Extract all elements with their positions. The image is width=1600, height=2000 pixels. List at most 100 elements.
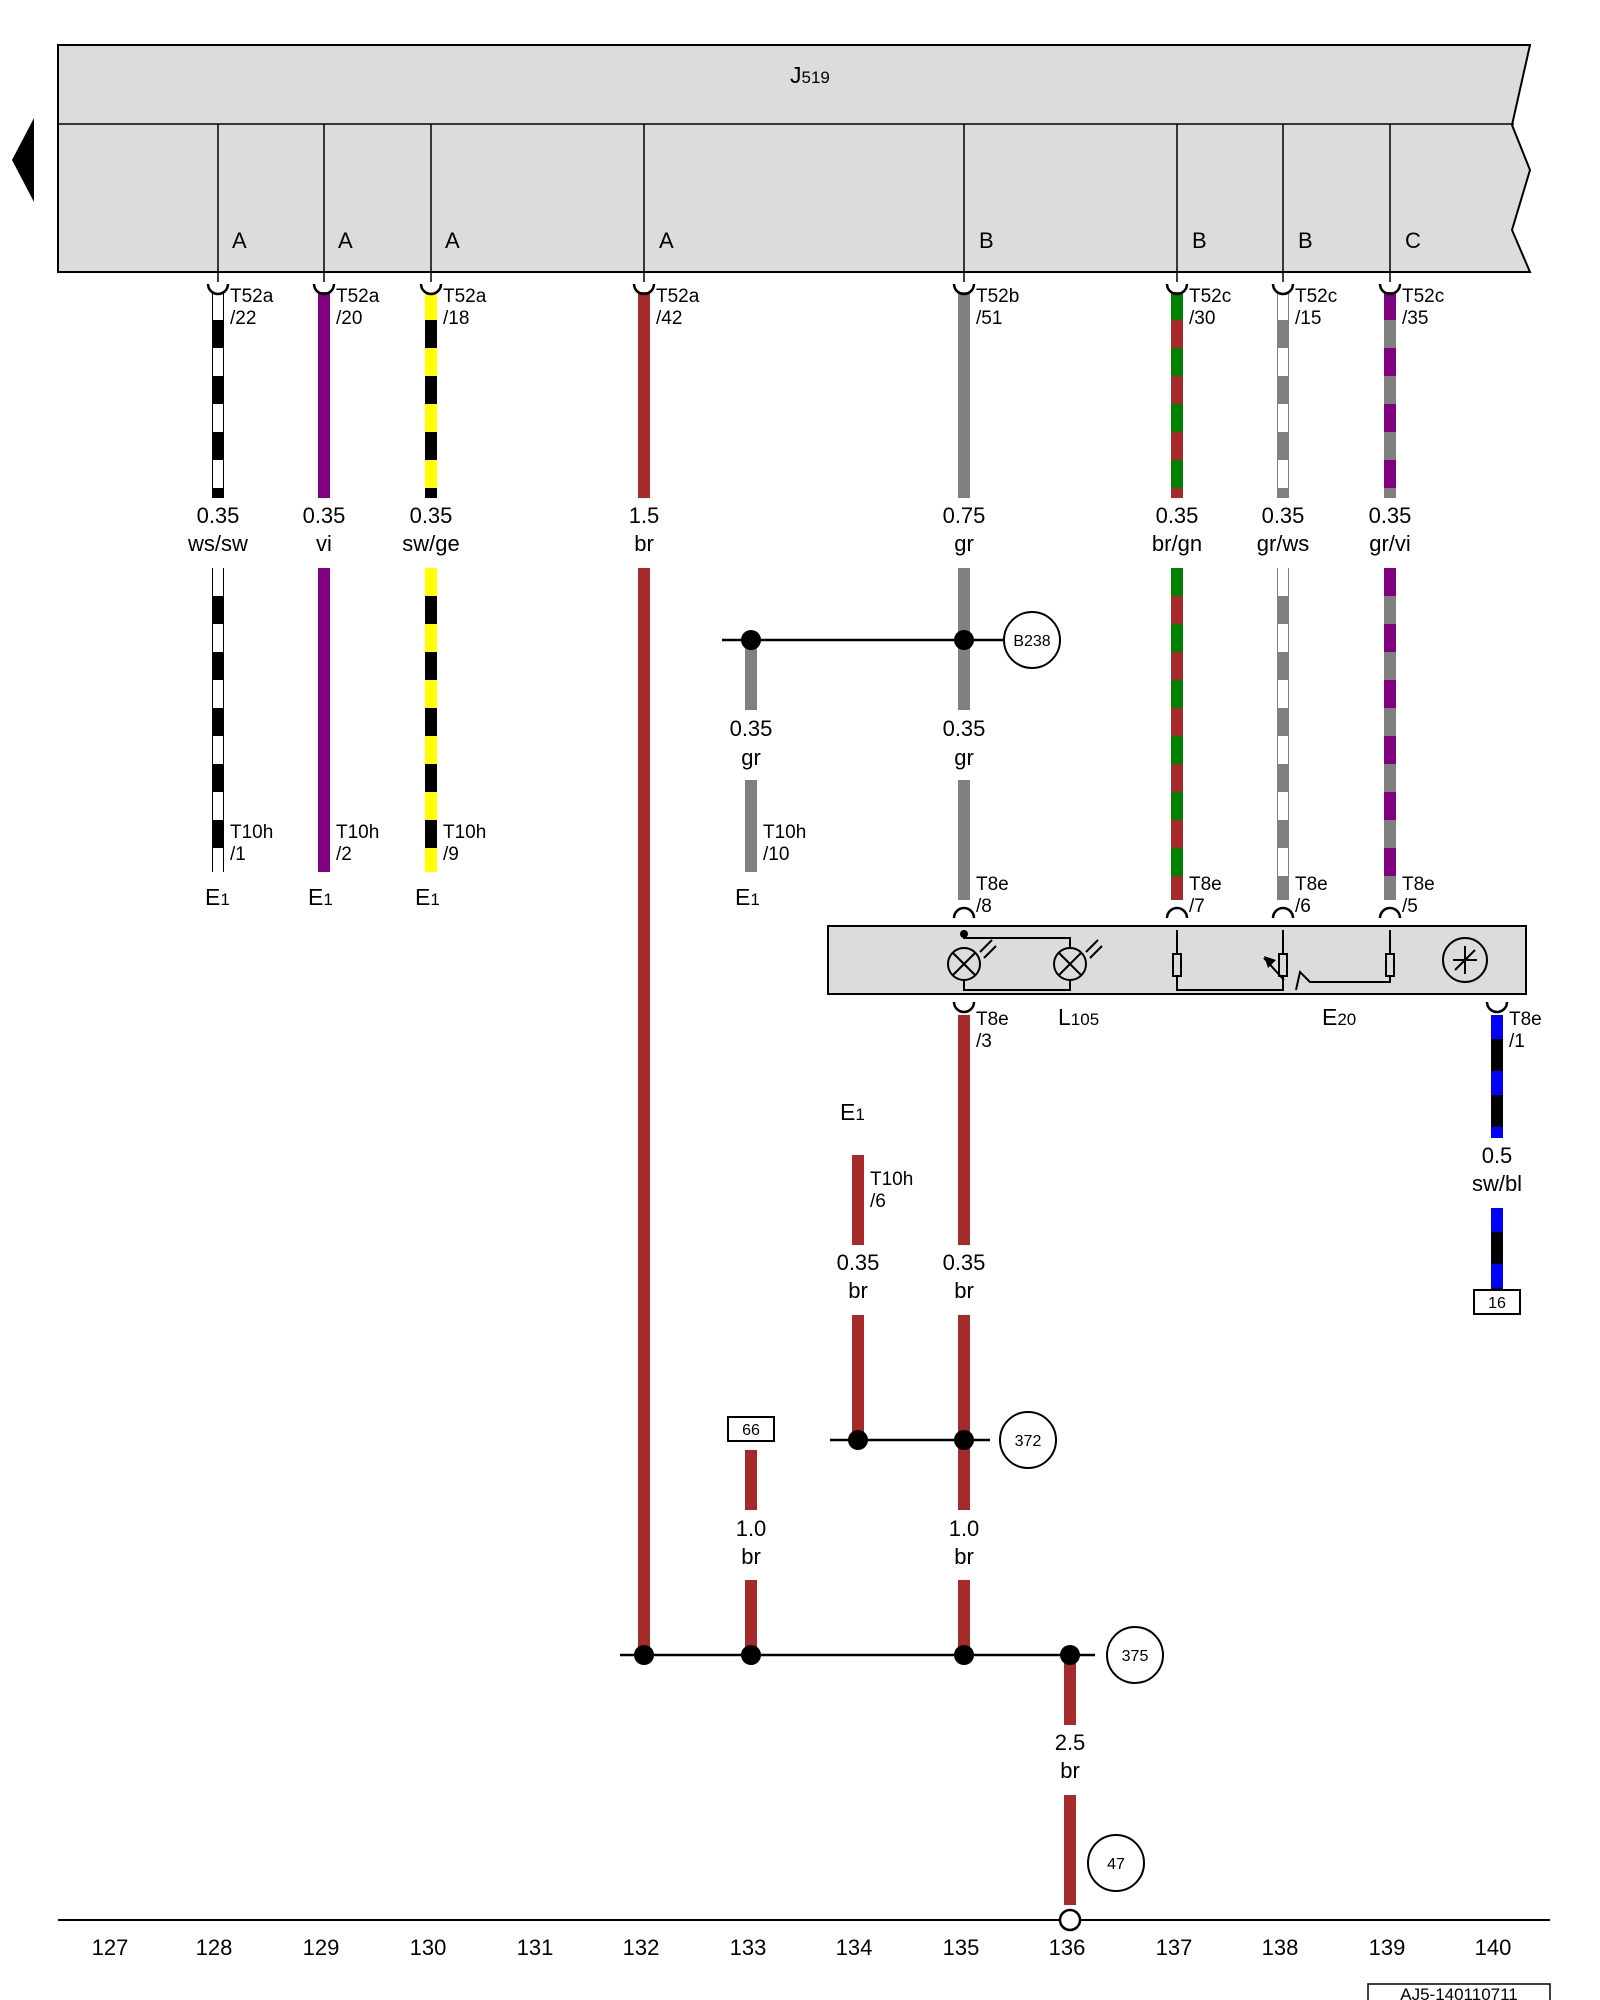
- column-number: 138: [1262, 1935, 1299, 1960]
- wire-color: sw/ge: [402, 531, 459, 556]
- pin-label: T10h/9: [443, 822, 486, 865]
- wire-size: 0.35: [303, 503, 346, 528]
- component-l105-label: L105: [1058, 1004, 1099, 1030]
- wire-size: 0.35: [943, 1250, 986, 1275]
- wire-color: br: [634, 531, 654, 556]
- lower-pin-labels: T10h/1 T10h/2 T10h/9 T10h/10 E1 E1 E1 E1: [205, 822, 806, 910]
- wire-size: 0.75: [943, 503, 986, 528]
- wire-color: vi: [316, 531, 332, 556]
- wire-color: br: [954, 1544, 974, 1569]
- pin-label: T8e/8: [976, 874, 1009, 917]
- connector-letter: A: [338, 228, 353, 253]
- wire-size: 0.35: [1369, 503, 1412, 528]
- pin-label: T10h/10: [763, 822, 806, 865]
- wire-color: gr/ws: [1257, 531, 1310, 556]
- splice-375-circle: [1106, 1626, 1164, 1684]
- pin-label: T52a/20: [336, 286, 380, 329]
- wire-size: 0.35: [197, 503, 240, 528]
- triangle-left-icon[interactable]: [12, 118, 34, 202]
- wire-color: br: [954, 1278, 974, 1303]
- column-number: 133: [730, 1935, 767, 1960]
- module-j519: J519: [57, 44, 1532, 273]
- pin-label: T52a/42: [656, 286, 700, 329]
- wire-size: 0.35: [1156, 503, 1199, 528]
- wire-color: br: [741, 1544, 761, 1569]
- wire-size: 0.35: [1262, 503, 1305, 528]
- column-number: 131: [517, 1935, 554, 1960]
- connector-letter: C: [1405, 228, 1421, 253]
- column-number: 140: [1475, 1935, 1512, 1960]
- pin-hooks: [206, 283, 1509, 1014]
- wire-size: 0.35: [730, 716, 773, 741]
- ref-box-66-label: 66: [742, 1422, 760, 1439]
- pin-label: T8e/1: [1509, 1009, 1542, 1052]
- connector-letter: A: [445, 228, 460, 253]
- connector-letter: B: [979, 228, 994, 253]
- wire-size: 1.5: [629, 503, 660, 528]
- column-number: 132: [623, 1935, 660, 1960]
- module-internal-lines: [217, 124, 1391, 282]
- connector-letter: B: [1298, 228, 1313, 253]
- pin-label: T52a/22: [230, 286, 274, 329]
- column-number: 128: [196, 1935, 233, 1960]
- wire-labels: 0.35 ws/sw 0.35 vi 0.35 sw/ge 1.5 br 0.7…: [187, 503, 1411, 556]
- connector-letter: B: [1192, 228, 1207, 253]
- doc-id: AJ5-140110711: [1400, 1985, 1518, 2000]
- pin-label: T52c/15: [1295, 286, 1337, 329]
- column-numbers: 127 128 129 130 131 132 133 134 135 136 …: [92, 1935, 1512, 1960]
- component-box: [827, 925, 1527, 995]
- wire-size: 1.0: [949, 1516, 980, 1541]
- pin-label: T52c/30: [1189, 286, 1231, 329]
- column-number: 139: [1369, 1935, 1406, 1960]
- wire-color: gr/vi: [1369, 531, 1411, 556]
- wire-size: 0.35: [410, 503, 453, 528]
- ref-66: 66 1.0 br 1.0 br: [727, 1416, 980, 1569]
- wire-size: 0.35: [943, 716, 986, 741]
- wire-size: 2.5: [1055, 1730, 1086, 1755]
- splice-375-label: 375: [1122, 1648, 1149, 1665]
- ground-47-circle: [1087, 1834, 1145, 1892]
- wire-color: br: [1060, 1758, 1080, 1783]
- component-e20-label: E20: [1322, 1004, 1356, 1030]
- dimmer-circuit: [1172, 930, 1395, 991]
- wire-color: sw/bl: [1472, 1171, 1522, 1196]
- pin-label: T52b/51: [976, 286, 1019, 329]
- connector-letter: A: [232, 228, 247, 253]
- column-number: 127: [92, 1935, 129, 1960]
- t8e-pin-labels: T8e/8 T8e/7 T8e/6 T8e/5 T8e/3 T8e/1: [976, 874, 1542, 1052]
- wire-size: 0.35: [837, 1250, 880, 1275]
- ref-box-16-label: 16: [1488, 1295, 1506, 1312]
- dest-e1: E1: [735, 884, 760, 910]
- brightness-icon: [1442, 937, 1488, 983]
- wire-color: br/gn: [1152, 531, 1202, 556]
- wire-size: 1.0: [736, 1516, 767, 1541]
- ground-point: [1058, 1908, 1082, 1932]
- pin-label: T8e/5: [1402, 874, 1435, 917]
- pin-label: T10h/1: [230, 822, 273, 865]
- wire-color: ws/sw: [187, 531, 248, 556]
- column-number: 135: [943, 1935, 980, 1960]
- splice-372-label: 372: [1015, 1433, 1042, 1450]
- column-number: 137: [1156, 1935, 1193, 1960]
- splice-372-circle: [999, 1411, 1057, 1469]
- wire-color: br: [848, 1278, 868, 1303]
- column-number: 134: [836, 1935, 873, 1960]
- ref-box-16: [1473, 1289, 1521, 1315]
- module-j519-body: [57, 44, 1532, 273]
- dest-e1: E1: [840, 1099, 865, 1125]
- lamp-icon: [947, 939, 997, 981]
- wire-size: 0.5: [1482, 1143, 1513, 1168]
- pin-label: T8e/7: [1189, 874, 1222, 917]
- dest-e1: E1: [415, 884, 440, 910]
- pin-label: T8e/6: [1295, 874, 1328, 917]
- dest-e1: E1: [205, 884, 230, 910]
- e1-branch: E1 T10h/6 0.35 br 0.35 br: [837, 1099, 986, 1303]
- right-wire-labels: 0.5 sw/bl 16: [1472, 1143, 1522, 1315]
- ground-47: 2.5 br 47: [1055, 1730, 1145, 1892]
- upper-pin-labels: T52a/22 T52a/20 T52a/18 T52a/42 T52b/51 …: [230, 286, 1444, 329]
- pin-label: T10h/6: [870, 1169, 913, 1212]
- connector-letter: A: [659, 228, 674, 253]
- dimmer-arrow-icon: [1264, 956, 1276, 968]
- splice-b238-label: B238: [1013, 633, 1050, 650]
